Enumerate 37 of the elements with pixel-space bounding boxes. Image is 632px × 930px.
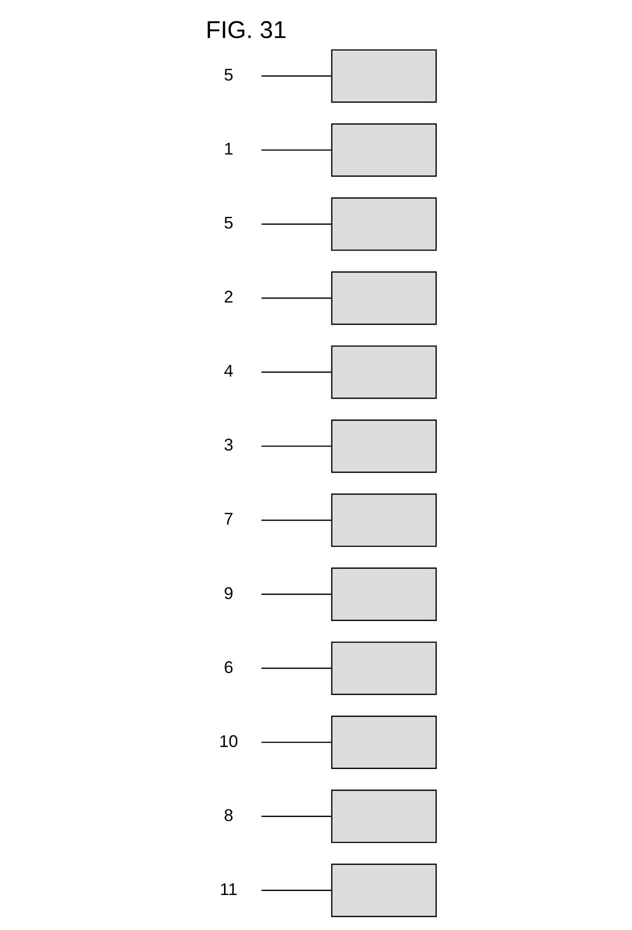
node-box [331,642,437,695]
node-box [331,790,437,844]
connector [262,816,332,817]
node-text: 6 [224,658,234,677]
connector [262,446,332,447]
node-box [331,49,437,103]
node-text: 3 [224,436,234,455]
connector [262,594,332,595]
node-text: 5 [224,214,234,233]
node-text: 5 [224,66,234,85]
node-text: 2 [224,288,234,307]
node-text: 8 [224,806,234,825]
node-box [331,345,437,399]
connector [262,372,332,373]
connector [262,75,332,77]
diagram-title: FIG. 31 [206,16,287,44]
node-text: 10 [219,732,238,751]
connector [262,520,332,521]
connector [262,668,332,669]
node-box [331,271,437,325]
node-text: 7 [224,510,234,529]
node-text: 9 [224,584,234,603]
node-text: 11 [220,880,238,899]
node-box [331,494,437,547]
connector [262,742,332,743]
node-text: 4 [224,362,234,381]
node-box [331,864,437,918]
node-box [331,197,437,251]
connector [262,224,332,225]
connector [262,298,332,299]
node-box [331,419,437,473]
node-box [331,568,437,621]
connector [262,890,332,891]
node-text: 1 [224,140,234,159]
node-box [331,123,437,177]
connector [262,149,332,151]
node-box [331,716,437,769]
